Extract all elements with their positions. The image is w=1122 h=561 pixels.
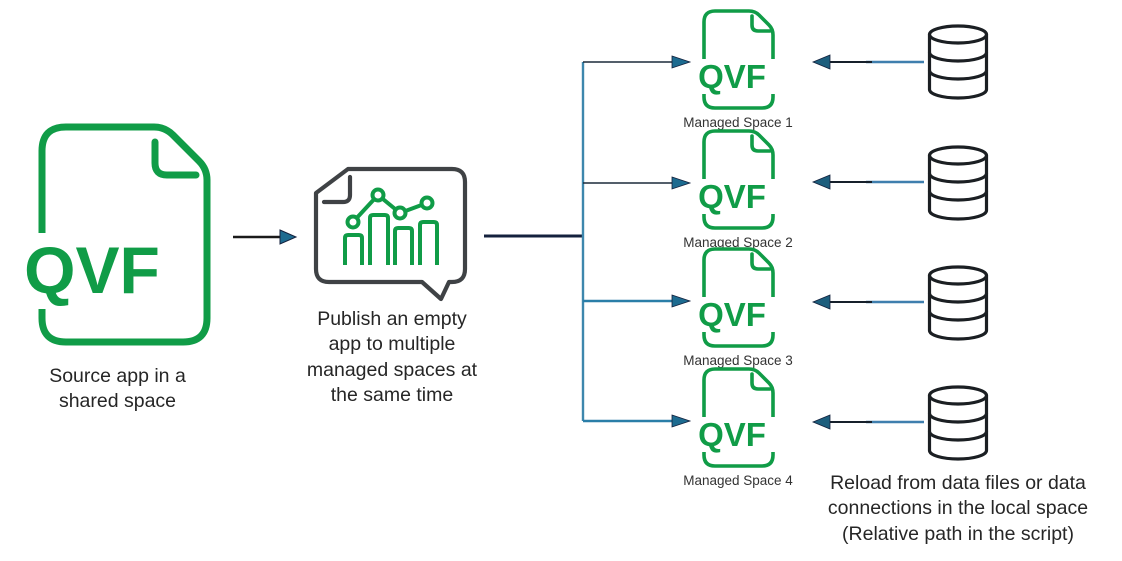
qvf-file-icon: QVF [691, 129, 775, 230]
qvf-file-label: QVF [698, 178, 766, 215]
database-icon [927, 385, 989, 461]
arrow-to-managed-space-1 [583, 55, 692, 69]
managed-space-4-node: QVF Managed Space 4 [665, 366, 811, 490]
arrow-db3-to-qvf3 [811, 294, 924, 310]
arrow-to-managed-space-2 [583, 176, 692, 190]
publish-bubble-chart-icon [313, 166, 468, 302]
database-icon [927, 24, 989, 100]
database-1 [926, 23, 990, 106]
managed-space-3-node: QVF Managed Space 3 [665, 246, 811, 370]
qvf-file-label: QVF [698, 416, 766, 453]
arrow-to-managed-space-3 [583, 294, 692, 308]
managed-space-2-caption: Managed Space 2 [683, 235, 793, 250]
qvf-file-label: QVF [698, 296, 766, 333]
qvf-file-icon: QVF [18, 123, 211, 346]
managed-space-1-node: QVF Managed Space 1 [665, 8, 811, 132]
arrow-to-managed-space-4 [583, 414, 692, 428]
managed-space-1-caption: Managed Space 1 [683, 115, 793, 130]
arrow-db2-to-qvf2 [811, 174, 924, 190]
bar-chart-icon [343, 187, 439, 265]
managed-space-2-node: QVF Managed Space 2 [665, 128, 811, 252]
database-4 [926, 384, 990, 467]
database-icon [927, 145, 989, 221]
qvf-file-label: QVF [24, 233, 160, 307]
managed-space-4-caption: Managed Space 4 [683, 473, 793, 488]
arrow-db1-to-qvf1 [811, 54, 924, 70]
publish-node [313, 166, 468, 311]
qvf-file-icon: QVF [691, 9, 775, 110]
database-icon [927, 265, 989, 341]
managed-space-3-caption: Managed Space 3 [683, 353, 793, 368]
source-app-caption: Source app in a shared space [49, 365, 186, 413]
arrow-source-to-publish [233, 229, 298, 245]
database-3 [926, 264, 990, 347]
qvf-file-label: QVF [698, 58, 766, 95]
qvf-file-icon: QVF [691, 247, 775, 348]
database-2 [926, 144, 990, 227]
arrow-db4-to-qvf4 [811, 414, 924, 430]
qvf-file-icon: QVF [691, 367, 775, 468]
publish-caption: Publish an empty app to multiple managed… [306, 308, 478, 407]
source-app-node: QVF [18, 121, 211, 353]
reload-note: Reload from data files or data connectio… [827, 472, 1089, 545]
